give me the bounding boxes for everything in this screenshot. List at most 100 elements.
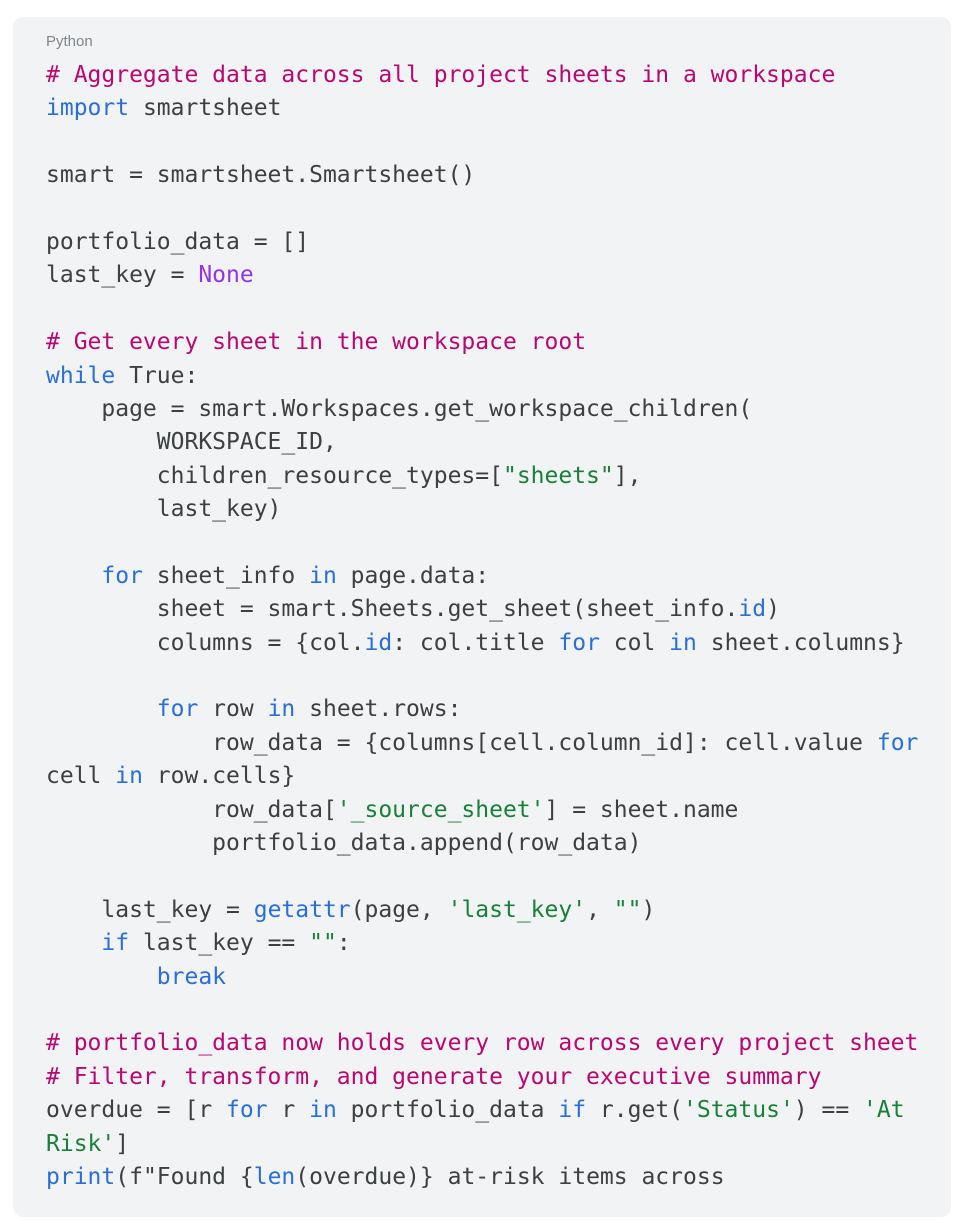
code-token: portfolio_data — [336, 1097, 559, 1124]
code-token: break — [156, 963, 227, 990]
code-line: last_key = getattr(page, 'last_key', "") — [46, 894, 935, 927]
code-line: if last_key == "": — [46, 927, 935, 960]
code-token: "" — [309, 930, 337, 957]
code-token: for — [226, 1097, 268, 1124]
code-token: (overdue)} at-risk items across — [295, 1163, 725, 1190]
code-line: row_data['_source_sheet'] = sheet.name — [46, 794, 935, 827]
code-line — [46, 860, 935, 893]
code-line: last_key = None — [46, 259, 935, 292]
code-token: portfolio_data = [] — [46, 228, 310, 255]
code-token: (page, — [350, 896, 448, 923]
code-token: ) — [766, 596, 780, 623]
code-token: print — [46, 1163, 116, 1190]
code-token: in — [267, 696, 296, 723]
code-block-card: Python # Aggregate data across all proje… — [13, 17, 951, 1217]
code-line: overdue = [r for r in portfolio_data if … — [46, 1094, 935, 1127]
code-token: (f"Found { — [115, 1163, 254, 1190]
code-line: cell in row.cells} — [46, 760, 935, 793]
code-line: sheet = smart.Sheets.get_sheet(sheet_inf… — [46, 593, 935, 626]
code-token: while — [46, 362, 116, 389]
code-token: WORKSPACE_ID, — [46, 429, 337, 456]
code-line — [46, 660, 935, 693]
code-token: getattr — [253, 896, 351, 923]
code-line: # Aggregate data across all project shee… — [46, 59, 935, 92]
code-token: "" — [613, 896, 642, 923]
code-token: last_key = — [46, 262, 199, 289]
code-line: while True: — [46, 360, 935, 393]
code-line: for sheet_info in page.data: — [46, 560, 935, 593]
code-token: ], — [613, 462, 642, 489]
code-token: in — [309, 562, 337, 589]
code-token: True: — [115, 362, 199, 389]
code-token — [46, 964, 157, 990]
code-token: ] — [115, 1130, 130, 1157]
code-token: id — [364, 629, 393, 656]
code-content: # Aggregate data across all project shee… — [46, 59, 935, 1194]
code-token: r.get( — [586, 1097, 684, 1124]
code-token: import — [46, 95, 130, 122]
code-token: sheet.rows: — [295, 696, 462, 723]
code-token: cell — [46, 763, 116, 790]
code-line: # portfolio_data now holds every row acr… — [46, 1027, 935, 1060]
code-token: col — [599, 629, 670, 656]
code-token: 'At — [863, 1097, 905, 1124]
code-token: ) — [641, 896, 656, 923]
code-line: portfolio_data.append(row_data) — [46, 827, 935, 860]
code-token: portfolio_data.append(row_data) — [46, 829, 642, 856]
code-token: '_source_sheet' — [336, 796, 545, 823]
code-line: Risk'] — [46, 1128, 935, 1161]
code-token: in — [115, 763, 143, 790]
code-token: # Aggregate data across all project shee… — [46, 62, 836, 88]
code-token: last_key = — [46, 896, 254, 923]
code-token: None — [198, 262, 254, 289]
code-token: "sheets" — [502, 462, 614, 489]
code-line — [46, 293, 935, 326]
code-line: page = smart.Workspaces.get_workspace_ch… — [46, 393, 935, 426]
code-token: row.cells} — [142, 763, 296, 790]
code-token: # Get every sheet in the workspace root — [46, 329, 587, 356]
code-token: sheet_info — [142, 562, 310, 589]
code-token — [46, 930, 101, 956]
code-token: : col.title — [392, 629, 559, 656]
code-token: if — [558, 1097, 587, 1124]
code-line: break — [46, 961, 935, 994]
code-line: WORKSPACE_ID, — [46, 426, 935, 459]
code-token: if — [101, 930, 130, 957]
code-token: 'last_key' — [447, 896, 587, 923]
code-token: Risk' — [46, 1130, 116, 1157]
code-line: portfolio_data = [] — [46, 226, 935, 259]
code-token: ] = sheet.name — [544, 796, 739, 823]
code-line: row_data = {columns[cell.column_id]: cel… — [46, 727, 935, 760]
code-token: # Filter, transform, and generate your e… — [46, 1063, 822, 1090]
code-line: children_resource_types=["sheets"], — [46, 460, 935, 493]
code-token: page.data: — [336, 562, 490, 589]
code-token: row_data[ — [46, 796, 337, 823]
code-line: # Get every sheet in the workspace root — [46, 326, 935, 359]
code-token: columns = {col. — [46, 629, 365, 656]
code-token: sheet = smart.Sheets.get_sheet(sheet_inf… — [46, 596, 739, 623]
code-token: for — [876, 729, 919, 756]
code-token: id — [738, 596, 767, 623]
code-line: last_key) — [46, 493, 935, 526]
code-token: for — [156, 696, 199, 723]
code-token: in — [669, 629, 697, 656]
code-token: children_resource_types=[ — [46, 462, 503, 489]
code-token: for — [101, 562, 143, 589]
code-token: sheet.columns} — [696, 629, 905, 656]
code-line: print(f"Found {len(overdue)} at-risk ite… — [46, 1161, 935, 1194]
code-token: ) == — [793, 1097, 864, 1124]
code-token: len — [253, 1163, 296, 1190]
code-token: r — [267, 1097, 310, 1124]
code-token: overdue = [r — [46, 1097, 227, 1124]
code-token — [46, 563, 101, 589]
code-token — [46, 696, 157, 722]
code-line — [46, 526, 935, 559]
code-token: 'Status' — [683, 1097, 794, 1124]
code-token: last_key == — [129, 930, 310, 957]
code-line — [46, 994, 935, 1027]
code-token: row — [198, 696, 268, 723]
code-line — [46, 126, 935, 159]
code-token: last_key) — [46, 496, 282, 523]
code-token: in — [309, 1097, 337, 1124]
code-line: # Filter, transform, and generate your e… — [46, 1061, 935, 1094]
